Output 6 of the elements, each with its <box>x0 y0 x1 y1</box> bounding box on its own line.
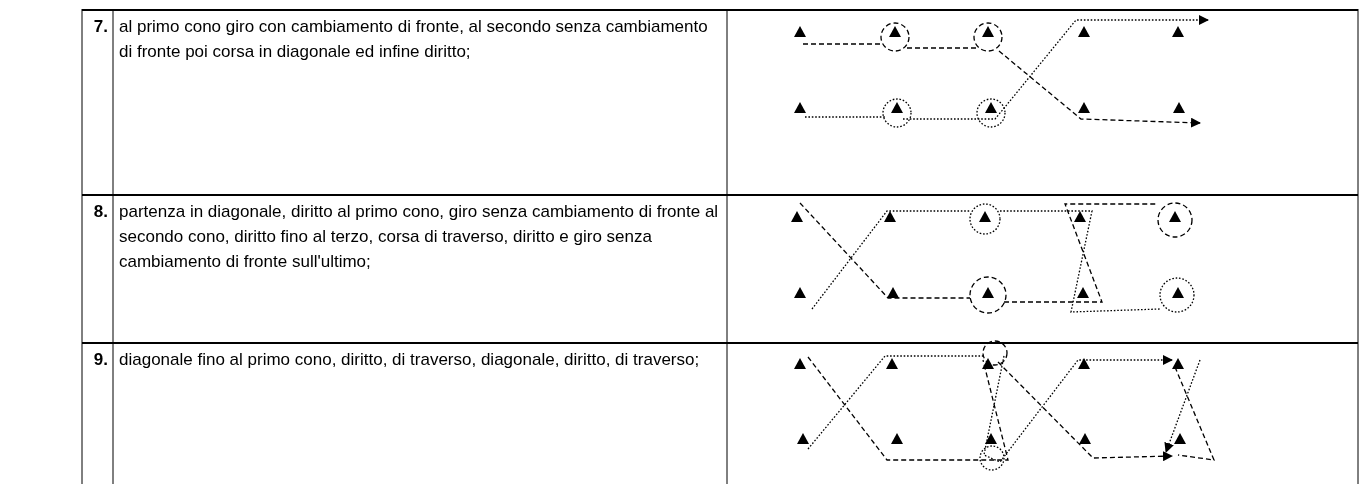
row-number: 8. <box>92 201 108 223</box>
exercise-description: partenza in diagonale, diritto al primo cono, giro senza cambiamento di fronte al secondo cono, diritto fino al terzo, corsa di traverso, diritto e giro senza cambiamento di fronte sull'ultimo; <box>119 201 719 273</box>
row-number: 7. <box>92 16 108 38</box>
exercise-description: al primo cono giro con cambiamento di fronte, al secondo senza cambiamento di fronte poi corsa in diagonale ed infine diritto; <box>119 16 709 63</box>
row-number: 9. <box>92 349 108 371</box>
exercise-description: diagonale fino al primo cono, diritto, di traverso, diagonale, diritto, di traverso; <box>119 349 701 371</box>
